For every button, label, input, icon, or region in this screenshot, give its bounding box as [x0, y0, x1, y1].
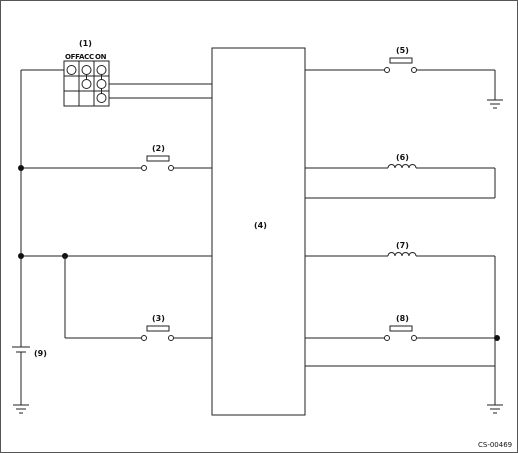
top-right-ground-icon	[487, 99, 503, 109]
switch-5-symbol	[384, 57, 417, 73]
switch-2-symbol	[141, 155, 174, 171]
coil-7-symbol	[387, 252, 417, 257]
ignition-switch-label: (1)	[79, 39, 92, 48]
junction-dot-338-right	[494, 335, 500, 341]
ignition-off-label: OFF	[65, 53, 80, 61]
junction-dot-168	[18, 165, 24, 171]
coil-6-symbol	[387, 164, 417, 169]
ignition-acc-label: ACC	[79, 53, 94, 61]
switch-8-symbol	[384, 325, 417, 341]
ignition-on-label: ON	[95, 53, 107, 61]
control-unit-box	[211, 47, 306, 416]
switch-3-label: (3)	[152, 314, 165, 323]
control-unit-label: (4)	[254, 221, 267, 230]
left-ground-icon	[13, 404, 29, 414]
coil-6-label: (6)	[396, 153, 409, 162]
battery-symbol	[12, 346, 30, 360]
switch-8-label: (8)	[396, 314, 409, 323]
switch-2-label: (2)	[152, 144, 165, 153]
bottom-right-ground-icon	[487, 404, 503, 414]
switch-5-label: (5)	[396, 46, 409, 55]
battery-label: (9)	[34, 349, 47, 358]
switch-3-symbol	[141, 325, 174, 341]
ignition-switch	[63, 60, 110, 107]
coil-7-label: (7)	[396, 241, 409, 250]
figure-code: CS-00469	[478, 441, 512, 449]
junction-dot-256-left	[18, 253, 24, 259]
